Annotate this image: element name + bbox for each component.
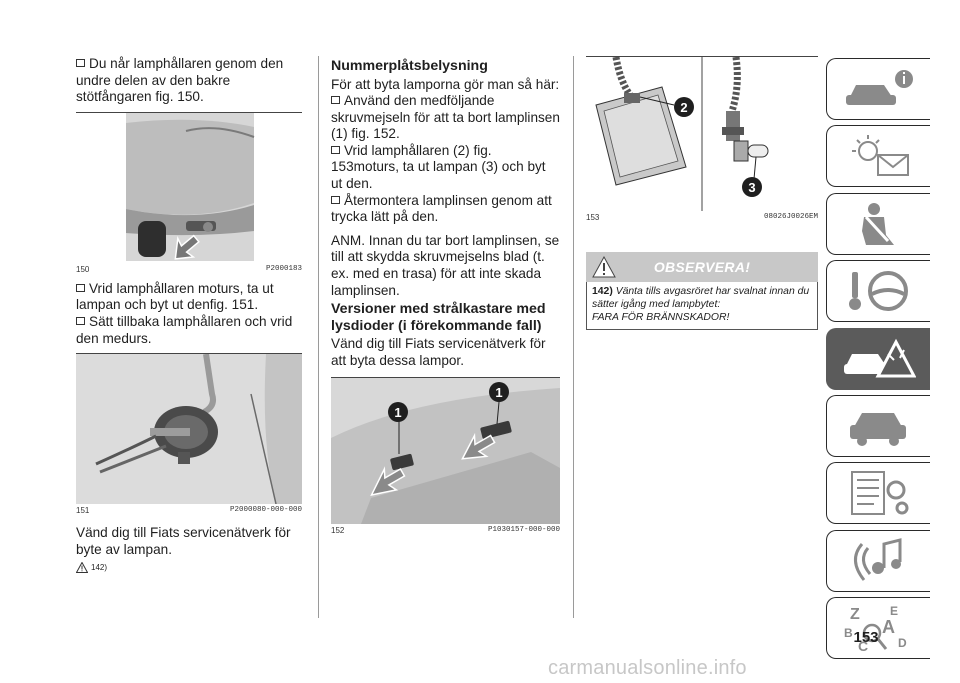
observera-warning: FARA FÖR BRÄNNSKADOR! [592,311,730,323]
note-text: ANM. Innan du tar bort lamplinsen, se ti… [331,232,560,298]
index-letter-c: C [858,638,868,653]
tab-specifications[interactable] [826,462,930,525]
tab-multimedia[interactable] [826,529,930,592]
observera-text: Vänta tills avgasröret har svalnat innan… [592,286,810,310]
tab-starting-driving[interactable] [826,260,930,323]
led-text: Vänd dig till Fiats servicenätverk för a… [331,336,546,368]
step-access-lampholder: Du når lamphållaren genom den undre dele… [76,56,302,106]
figure-code: 08026J0026EM [763,213,818,221]
warning-triangle-icon [76,562,88,574]
observera-number: 142) [592,286,613,297]
column-2: Nummerplåtsbelysning För att byta lampor… [331,56,560,535]
step-turn-lampholder: Vrid lamphållaren moturs, ta ut lampan o… [76,281,302,314]
figure-152: 1 1 152 P1030157-000-000 [331,377,560,535]
tab-index[interactable]: Z E A B C D [826,597,930,660]
figure-number: 150 [76,264,90,274]
figure-151-caption: 151 P2000080-000-000 [76,506,302,515]
column-divider [573,56,574,618]
callout-1-right: 1 [495,385,502,400]
section-heading-license-plate: Nummerplåtsbelysning [331,58,488,74]
warning-reference: 142) [76,562,302,574]
column-3: 2 3 153 08026J0026EM OBSERVERA! 142) Vän… [586,56,818,331]
contact-service-text: Vänd dig till Fiats servicenätverk för b… [76,525,291,557]
index-letter-a: A [882,617,895,637]
step-refit-lens: Återmontera lamplinsen genom att trycka … [331,193,560,226]
tab-safety[interactable] [826,192,930,255]
warning-reference-number: 142) [91,563,108,573]
step-use-screwdriver: Använd den medföljande skruvmejseln för … [331,93,560,142]
callout-2: 2 [680,100,687,115]
car-maintenance-icon [849,412,906,446]
rear-bumper-photo [126,112,255,261]
observera-body: 142) Vänta tills avgasröret har svalnat … [592,286,812,312]
chapter-sidebar: Z E A B C D [826,58,930,665]
intro-text: För att byta lamporna gör man så här: [331,76,560,92]
index-letter-b: B [844,626,853,640]
step-refit-lampholder: Sätt tillbaka lamphållaren och vrid den … [76,314,302,347]
observera-header: OBSERVERA! [586,252,818,282]
index-letter-z: Z [850,606,860,623]
step-turn-holder: Vrid lamphållaren (2) fig. 153moturs, ta… [331,143,560,193]
figure-151: 151 P2000080-000-000 [76,353,302,515]
tab-emergency[interactable] [826,327,930,390]
callout-3: 3 [748,180,755,195]
column-1: Du når lamphållaren genom den undre dele… [76,56,302,574]
figure-153: 2 3 153 08026J0026EM [586,56,818,222]
figure-code: P1030157-000-000 [487,526,560,535]
column-divider [318,56,319,618]
watermark: carmanualsonline.info [548,657,747,679]
figure-153-caption: 153 08026J0026EM [586,213,818,222]
figure-150: 150 P2000183 [76,111,302,274]
figure-code: P2000183 [265,264,302,273]
tab-warning-lights[interactable] [826,125,930,188]
seat-belt-airbag-icon [861,202,894,245]
figure-number: 151 [76,506,90,516]
figure-152-caption: 152 P1030157-000-000 [331,526,560,535]
callout-1-left: 1 [394,405,401,420]
index-letter-d: D [898,636,907,650]
tab-maintenance[interactable] [826,394,930,457]
lampholder-photo [76,354,302,505]
multimedia-icon [853,537,901,581]
observera-box: 142) Vänta tills avgasröret har svalnat … [586,282,818,331]
lamp-removal-drawing: 2 3 [586,57,818,211]
figure-number: 153 [586,213,600,222]
index-letter-e: E [890,604,898,618]
car-info-icon [845,70,913,105]
key-steering-wheel-icon [848,271,908,312]
figure-number: 152 [331,526,345,536]
figure-150-caption: 150 P2000183 [76,265,302,274]
emergency-icon [843,338,916,378]
warning-lights-icon [851,135,909,177]
figure-code: P2000080-000-000 [229,506,302,515]
page-number: 153 [853,629,879,646]
observera-title: OBSERVERA! [653,259,751,275]
tab-car-info[interactable] [826,58,930,120]
specifications-icon [850,471,908,516]
section-heading-led: Versioner med strålkastare med lysdioder… [331,301,546,334]
index-icon: Z E A B C D [844,604,907,653]
warning-triangle-icon [592,256,616,278]
license-plate-light-photo: 1 1 [331,378,560,525]
